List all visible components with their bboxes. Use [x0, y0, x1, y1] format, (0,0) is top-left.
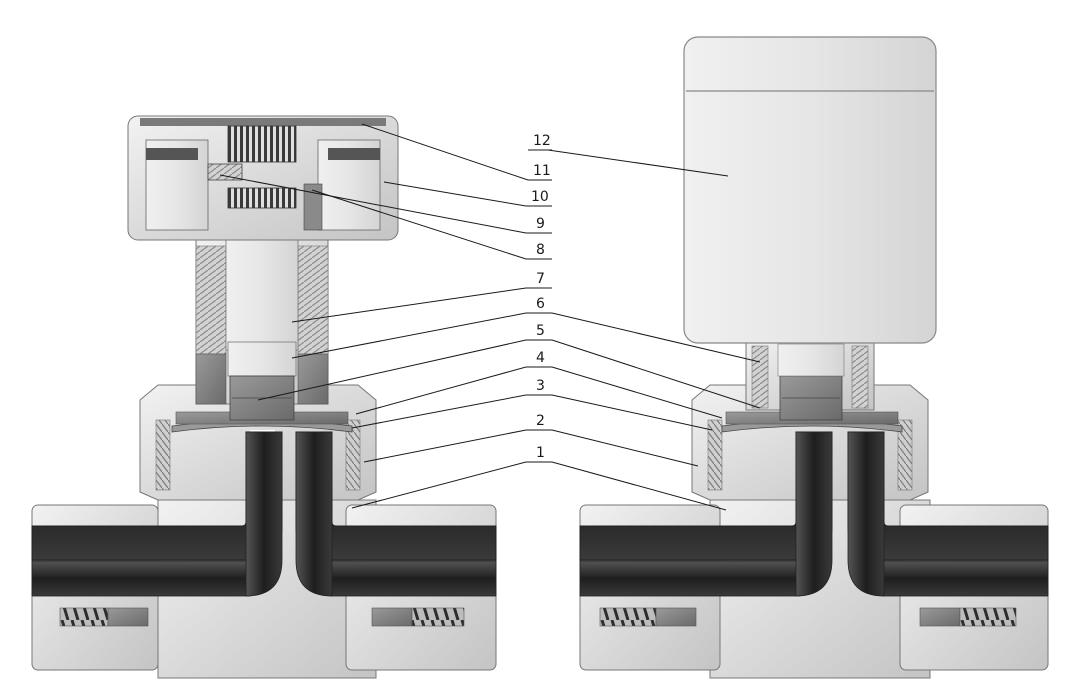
left-handle-collar — [303, 183, 323, 231]
right-tube-elbow-outlet — [847, 431, 885, 597]
leader-9 — [219, 174, 527, 234]
left-handle-pocket-l-top — [146, 148, 198, 160]
right-neck-thread-l — [751, 345, 769, 409]
leader-4a — [355, 366, 527, 415]
left-ferrule-bot-right — [371, 607, 413, 627]
left-set-screw — [207, 163, 243, 181]
left-handle-knurl-bot — [227, 187, 297, 209]
right-valve-section — [579, 36, 1049, 679]
leader-7 — [291, 287, 527, 323]
right-nut-thread-right — [897, 419, 913, 491]
right-stem — [777, 343, 845, 377]
right-ferrule-bot-left — [655, 607, 697, 627]
callout-label-12: 12 — [533, 133, 551, 149]
right-spring-bot-left — [599, 607, 657, 627]
callout-label-8: 8 — [536, 242, 545, 258]
callout-label-4: 4 — [536, 350, 545, 366]
left-nut-thread-left — [155, 419, 171, 491]
leader-2a — [363, 429, 527, 463]
left-bonnet-base-r — [297, 353, 329, 405]
left-tube-elbow-outlet — [295, 431, 333, 597]
left-ferrule-bot-left — [107, 607, 149, 627]
leader-12 — [547, 149, 729, 177]
right-nut-thread-left — [707, 419, 723, 491]
leader-6a — [291, 312, 527, 359]
callout-label-5: 5 — [536, 323, 545, 339]
leader-2b — [551, 429, 699, 467]
leader-5a — [257, 339, 527, 401]
right-spring-bot-right — [959, 607, 1017, 627]
leader-11 — [361, 123, 529, 181]
right-neck-thread-r — [851, 345, 869, 409]
left-bonnet-thread-r — [297, 245, 329, 355]
leader-8 — [311, 189, 527, 260]
leader-6b — [551, 312, 761, 363]
callout-label-2: 2 — [536, 413, 545, 429]
leader-1b — [551, 461, 727, 511]
right-tube-elbow-inlet — [795, 431, 833, 597]
callout-group: 12 11 10 9 8 7 6 5 4 — [219, 123, 761, 511]
left-handle-knurl-top — [227, 125, 297, 163]
left-bonnet-thread-l — [195, 245, 227, 355]
left-stem-tip — [227, 341, 297, 377]
left-tube-elbow-inlet — [245, 431, 283, 597]
left-nut-thread-right — [345, 419, 361, 491]
left-spring-bot-left — [59, 607, 109, 627]
right-tube-inlet-bore — [579, 560, 801, 597]
leader-4b — [551, 366, 723, 419]
leader-5b — [551, 339, 761, 409]
leader-1a — [351, 461, 527, 509]
left-handle-top-band — [140, 118, 386, 126]
right-actuator-cap — [683, 36, 937, 344]
right-tube-outlet-bore — [881, 560, 1049, 597]
left-valve-section — [31, 115, 497, 679]
leader-3a — [351, 394, 527, 429]
left-spring-bot-right — [411, 607, 465, 627]
callout-label-7: 7 — [536, 271, 545, 287]
callout-label-3: 3 — [536, 378, 545, 394]
right-ferrule-bot-right — [919, 607, 961, 627]
leader-3b — [551, 394, 713, 431]
left-handle-pocket-r-top — [328, 148, 380, 160]
callout-label-11: 11 — [533, 163, 551, 179]
callout-label-6: 6 — [536, 296, 545, 312]
callout-label-1: 1 — [536, 445, 545, 461]
callout-label-9: 9 — [536, 216, 545, 232]
left-stem — [225, 221, 299, 351]
leader-10 — [383, 181, 527, 207]
callout-label-10: 10 — [531, 189, 549, 205]
left-bonnet-base-l — [195, 353, 227, 405]
left-tube-outlet-bore — [329, 560, 497, 597]
left-tube-inlet-bore — [31, 560, 251, 597]
